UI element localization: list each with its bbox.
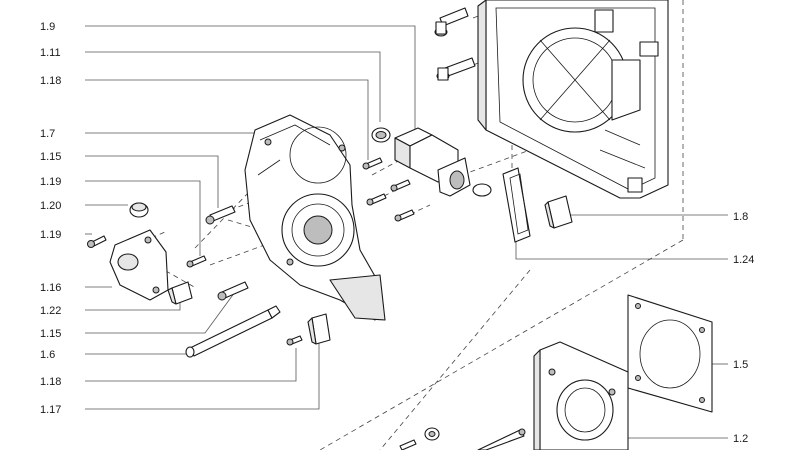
screw-1-15-lower [217,281,249,301]
leader-1-11 [85,51,381,122]
callout-label-1-19: 1.19 [40,176,61,188]
flange-block [533,341,629,450]
callout-label-1-15-b: 1.15 [40,328,61,340]
leader-1-15b [85,291,236,334]
callout-label-1-5: 1.5 [733,359,748,371]
leader-1-15 [85,155,219,208]
screw-1-18-lower [286,335,303,346]
callout-label-1-8: 1.8 [733,211,748,223]
callout-labels: 1.9 1.11 1.18 1.7 1.15 1.19 1.20 1.19 1.… [40,21,754,445]
screw-1-19-upper [186,255,207,268]
callout-label-1-19-b: 1.19 [40,229,61,241]
screw-1-15-upper [205,205,236,225]
callout-label-1-18: 1.18 [40,75,61,87]
callout-label-1-17: 1.17 [40,404,61,416]
grommet [167,281,193,305]
washer-small [371,127,391,143]
clip [544,195,573,229]
callout-label-1-6: 1.6 [40,349,55,361]
electrode [307,313,331,345]
rod [185,305,281,358]
callout-label-1-11: 1.11 [40,47,61,59]
leader-lines [85,25,728,439]
gasket-long [502,167,531,243]
sight-glass-plate [109,229,169,301]
leader-1-9 [85,25,416,135]
callout-label-1-20: 1.20 [40,200,61,212]
callout-label-1-2: 1.2 [733,433,748,445]
leader-1-24 [515,240,728,260]
callout-label-1-22: 1.22 [40,305,61,317]
leader-1-18 [85,79,369,160]
callout-label-1-15: 1.15 [40,151,61,163]
leader-1-19 [85,180,201,256]
callout-label-1-7: 1.7 [40,128,55,140]
leader-1-18b [85,348,297,382]
leader-1-17 [85,342,320,410]
burner-plate [244,114,386,321]
screws-manifold [362,157,415,222]
bottom-fasteners [399,427,526,450]
pin-middle [436,57,476,81]
screw-1-19-lower [87,235,107,248]
callout-label-1-9: 1.9 [40,21,55,33]
gas-manifold [394,127,492,197]
callout-label-1-16: 1.16 [40,282,61,294]
leader-1-2 [627,432,728,439]
gasket-plate [627,294,713,413]
cap [129,202,149,218]
leader-1-22 [85,300,181,311]
pin-top [434,7,469,37]
callout-label-1-24: 1.24 [733,254,754,266]
main-housing [477,0,669,199]
callout-label-1-18-b: 1.18 [40,376,61,388]
